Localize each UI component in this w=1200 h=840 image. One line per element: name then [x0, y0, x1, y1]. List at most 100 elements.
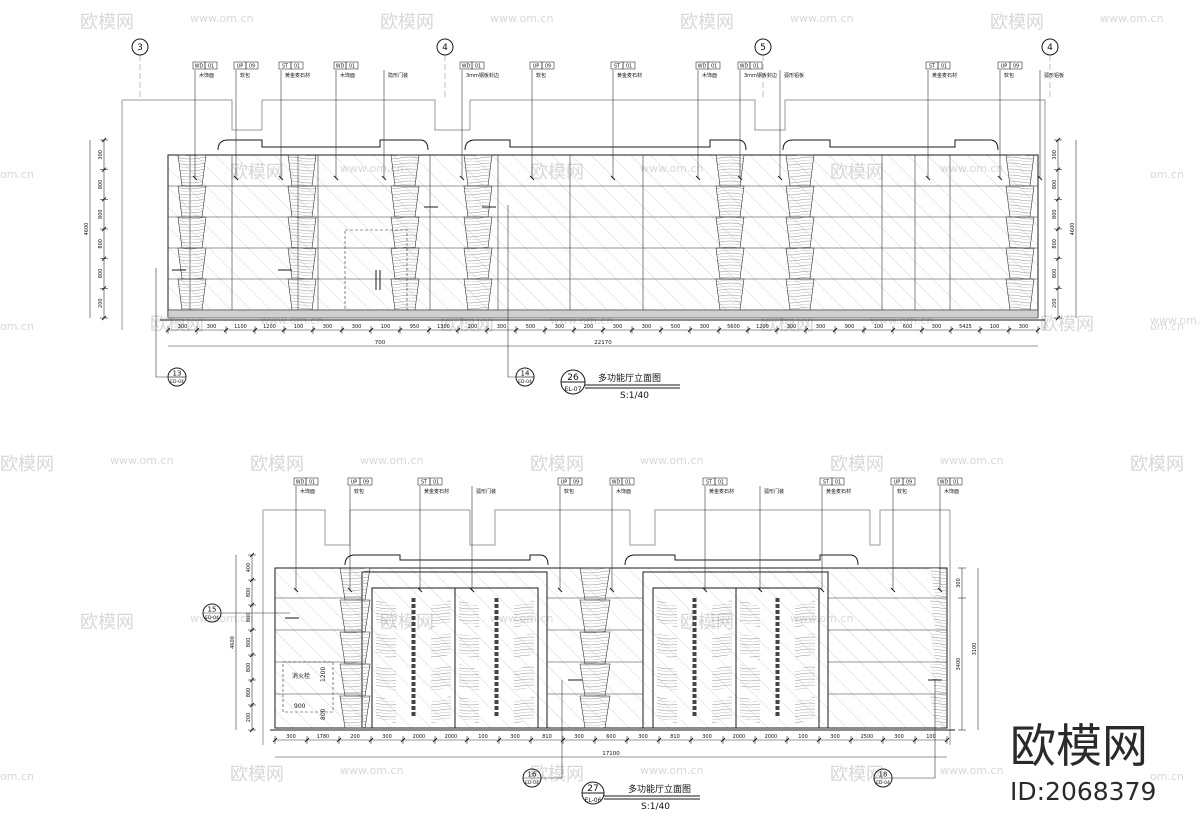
dim-tick	[281, 327, 287, 333]
door-slat	[692, 604, 697, 608]
dim-tick	[600, 327, 606, 333]
dim-label: 300	[323, 324, 333, 330]
pilaster-segment	[1006, 279, 1034, 310]
material-code: UP	[351, 480, 358, 486]
dim-tick	[944, 737, 950, 743]
watermark-brand: 欧模网	[830, 454, 884, 475]
material-num-box	[569, 477, 583, 486]
dim-tick	[624, 737, 630, 743]
dim-label: 300	[1019, 324, 1029, 330]
door-fin	[795, 632, 815, 660]
door-slat	[692, 700, 697, 704]
material-num-box	[541, 61, 555, 70]
watermark-brand: 欧模网	[530, 454, 584, 475]
dim-tick	[252, 327, 258, 333]
material-num-box	[305, 477, 319, 486]
material-label: 3mm钢板封边	[466, 72, 499, 79]
material-num: 01	[208, 64, 214, 70]
door-slat	[692, 712, 697, 716]
material-num: 01	[718, 480, 724, 486]
door-slat	[775, 652, 780, 656]
dim-tick	[948, 327, 954, 333]
dim-label: 300	[642, 324, 652, 330]
material-num-box	[359, 477, 373, 486]
pilaster-segment	[340, 696, 370, 728]
bottom-scale: S:1/40	[641, 802, 670, 812]
door-slat	[494, 670, 499, 674]
material-num: 09	[363, 480, 369, 486]
leader-tick	[529, 175, 535, 181]
material-code: ST	[929, 64, 935, 70]
material-label: 黄金麦石材	[709, 488, 734, 495]
vdim-total: 4600	[230, 636, 236, 649]
dim-tick	[304, 737, 310, 743]
watermark-url-short: om.cn	[0, 168, 34, 181]
material-num-box	[949, 477, 963, 486]
dim-tick	[571, 327, 577, 333]
door-slat	[692, 694, 697, 698]
dim-label: 1780	[317, 734, 330, 740]
material-code: WD	[612, 480, 621, 486]
watermark-url: www.om.cn	[110, 454, 173, 467]
material-num: 09	[249, 64, 255, 70]
door-slat	[494, 622, 499, 626]
dim-total: 22170	[594, 340, 612, 346]
vdim-label: 800	[246, 638, 252, 648]
watermark-url-short: om.cn	[0, 770, 34, 783]
dim-label: 300	[178, 324, 188, 330]
dim-label: 300	[574, 734, 584, 740]
door-slat	[411, 700, 416, 704]
bottom-ref-sheet: EL-06	[585, 797, 602, 804]
dim-tick	[1035, 327, 1041, 333]
vdim-label: 800	[1052, 209, 1058, 219]
leader-tick	[381, 175, 387, 181]
fire-hydrant-box: 消火栓 900 1200 800	[282, 661, 334, 720]
door-fin	[431, 664, 451, 692]
leader-tick	[293, 587, 299, 593]
door-fin	[431, 600, 451, 628]
axis-label: 4	[1047, 43, 1053, 53]
material-num: 01	[349, 64, 355, 70]
material-num-box	[471, 61, 485, 70]
watermark-brand: 欧模网	[1130, 454, 1184, 475]
pilaster-segment	[716, 217, 744, 248]
section-sheet: ED-04	[205, 615, 219, 621]
material-label: 弧形门装	[476, 488, 496, 495]
pilaster-segment	[1006, 155, 1034, 186]
dim-tick	[752, 737, 758, 743]
dim-label: 300	[894, 734, 904, 740]
pilaster-segment	[786, 155, 814, 186]
pilaster-segment	[1006, 186, 1034, 217]
pilaster-outline	[339, 695, 371, 729]
door-slat	[411, 610, 416, 614]
leader-tick	[997, 175, 1003, 181]
door-slat	[494, 610, 499, 614]
material-label: 木饰面	[616, 488, 631, 495]
vdim-label: 300	[1052, 150, 1058, 160]
leader-tick	[819, 587, 825, 593]
pilaster-segment	[391, 186, 419, 217]
watermark-brand: 欧模网	[680, 12, 734, 33]
pilaster-segment	[340, 664, 370, 696]
door-fin	[795, 664, 815, 692]
door-fin	[514, 696, 534, 724]
dim-tick	[832, 327, 838, 333]
vdim-tick	[1055, 137, 1061, 143]
door-slat	[775, 634, 780, 638]
material-num: 01	[711, 64, 717, 70]
leader-tick	[557, 587, 563, 593]
door-slat	[775, 706, 780, 710]
vdim-tick	[249, 577, 255, 583]
door-slat	[494, 652, 499, 656]
pilaster-segment	[178, 217, 206, 248]
watermark-url-short: om.cn	[0, 320, 34, 333]
door-slat	[692, 598, 697, 602]
material-label: 弧形铝板	[784, 72, 804, 79]
vdim-tick	[101, 196, 107, 202]
dim-label: 500	[671, 324, 681, 330]
dim-label: 300	[830, 734, 840, 740]
leader-tick	[925, 175, 931, 181]
pilaster-segment	[288, 155, 316, 186]
brand-id: ID:2068379	[1010, 777, 1156, 806]
dim-tick	[977, 327, 983, 333]
